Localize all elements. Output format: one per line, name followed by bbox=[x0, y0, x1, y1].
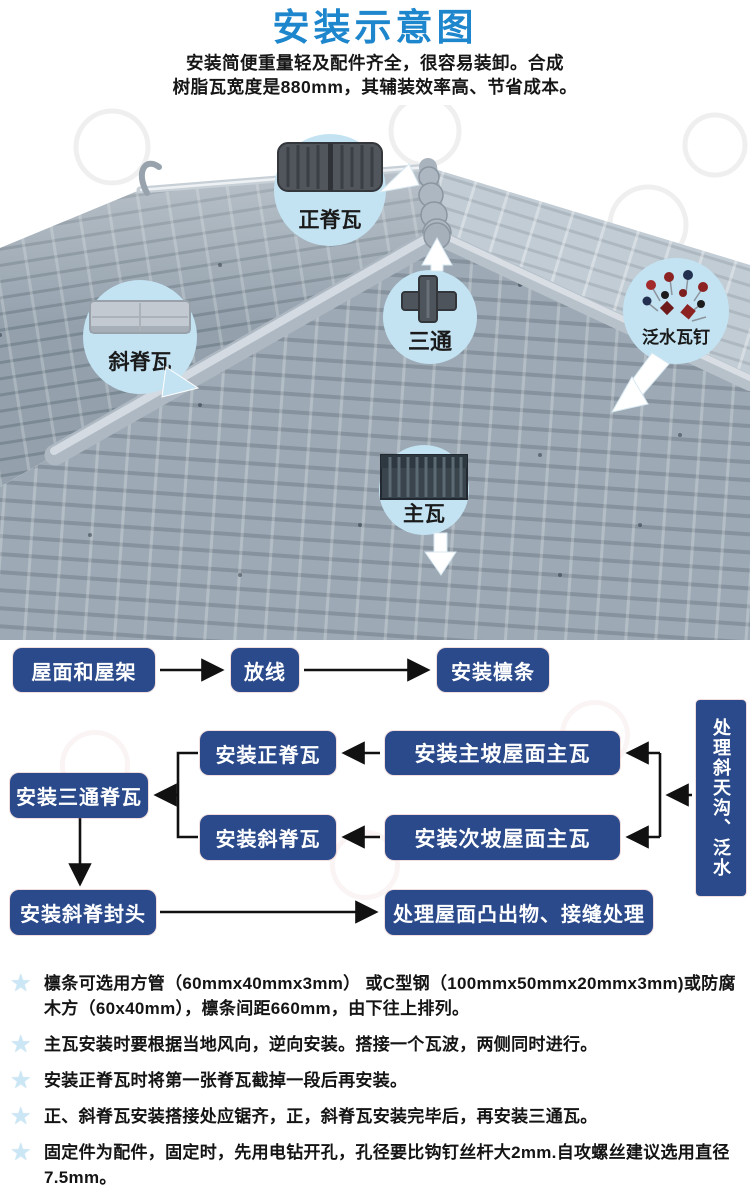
callout-hip-ridge-tile: 斜脊瓦 bbox=[83, 280, 200, 398]
flow-box-set-lines: 放线 bbox=[231, 648, 299, 692]
roof-front-slope bbox=[0, 237, 750, 640]
callout-label-flashing-nails: 泛水瓦钉 bbox=[642, 327, 710, 347]
bracket-left bbox=[176, 751, 198, 839]
callout-label-three-way: 三通 bbox=[408, 329, 452, 354]
header: 安装示意图 安装简便重量轻及配件齐全，很容易装卸。合成 树脂瓦宽度是880mm，… bbox=[0, 0, 750, 105]
callout-label-ridge-tile: 正脊瓦 bbox=[299, 208, 362, 232]
star-icon: ★ bbox=[10, 1031, 32, 1058]
page-title: 安装示意图 bbox=[272, 8, 478, 49]
flow-box-handle-protrusions-seams: 处理屋面凸出物、接缝处理 bbox=[385, 890, 653, 935]
roof-nail-dots bbox=[0, 223, 682, 577]
note-text: 主瓦安装时要根据当地风向，逆向安装。搭接一个瓦波，两侧同时进行。 bbox=[44, 1035, 598, 1054]
callout-three-way: 三通 bbox=[383, 236, 477, 364]
note-item: ★ 固定件为配件，固定时，先用电钻开孔，孔径要比钩钉丝杆大2mm.自攻螺丝建议选… bbox=[10, 1140, 742, 1190]
subtitle-line-2: 树脂瓦宽度是880mm，其辅装效率高、节省成本。 bbox=[172, 77, 578, 97]
note-item: ★ 主瓦安装时要根据当地风向，逆向安装。搭接一个瓦波，两侧同时进行。 bbox=[10, 1032, 742, 1057]
flow-box-valley-flashing: 处理斜天沟、泛水 bbox=[696, 700, 746, 896]
flow-box-install-secondary-slope-tiles: 安装次坡屋面主瓦 bbox=[385, 815, 620, 860]
main-tile-product bbox=[380, 454, 468, 500]
installation-notes: ★ 檩条可选用方管（60mmx40mmx3mm） 或C型钢（100mmx50mm… bbox=[0, 965, 750, 1190]
callout-arrow-ridge-tile bbox=[378, 163, 420, 193]
note-text: 固定件为配件，固定时，先用电钻开孔，孔径要比钩钉丝杆大2mm.自攻螺丝建议选用直… bbox=[44, 1143, 730, 1187]
flow-box-install-main-ridge-tile: 安装正脊瓦 bbox=[200, 731, 336, 775]
note-text: 正、斜脊瓦安装搭接处应锯齐，正，斜脊瓦安装完毕后，再安装三通瓦。 bbox=[44, 1107, 598, 1126]
flow-box-install-hip-ridge-tile: 安装斜脊瓦 bbox=[200, 815, 336, 860]
roof-photo-illustration: 正脊瓦 斜脊瓦 三通 bbox=[0, 105, 750, 640]
callout-label-main-tile: 主瓦 bbox=[403, 503, 445, 526]
subtitle-line-1: 安装简便重量轻及配件齐全，很容易装卸。合成 bbox=[186, 53, 564, 73]
note-text: 安装正脊瓦时将第一张脊瓦截掉一段后再安装。 bbox=[44, 1071, 408, 1090]
callout-flashing-nails: 泛水瓦钉 bbox=[611, 258, 729, 413]
callout-label-hip-ridge-tile: 斜脊瓦 bbox=[108, 350, 172, 374]
installation-flowchart: 屋面和屋架 放线 安装檩条 安装正脊瓦 安装主坡屋面主瓦 安装三通脊瓦 安装斜脊… bbox=[0, 640, 750, 965]
star-icon: ★ bbox=[10, 1103, 32, 1130]
callout-arrow-hip-ridge-tile bbox=[161, 366, 200, 398]
nail-heads bbox=[642, 270, 708, 320]
flowchart-arrows bbox=[68, 658, 692, 924]
hip-ridge-tile-product bbox=[89, 300, 191, 334]
note-item: ★ 安装正脊瓦时将第一张脊瓦截掉一段后再安装。 bbox=[10, 1068, 742, 1093]
callout-arrow-flashing-nails bbox=[611, 352, 670, 413]
callout-main-tile: 主瓦 bbox=[379, 445, 469, 576]
star-icon: ★ bbox=[10, 1139, 32, 1166]
callout-ridge-tile: 正脊瓦 bbox=[274, 134, 420, 246]
callout-arrow-main-tile bbox=[424, 532, 457, 576]
roof-photo: 正脊瓦 斜脊瓦 三通 bbox=[0, 105, 750, 640]
note-item: ★ 檩条可选用方管（60mmx40mmx3mm） 或C型钢（100mmx50mm… bbox=[10, 971, 742, 1021]
star-icon: ★ bbox=[10, 1067, 32, 1094]
flow-box-install-main-slope-tiles: 安装主坡屋面主瓦 bbox=[385, 731, 620, 775]
star-icon: ★ bbox=[10, 970, 32, 997]
hip-ridge-left bbox=[44, 226, 449, 466]
ridge-tile-product bbox=[277, 142, 383, 192]
callout-arrow-three-way bbox=[421, 236, 453, 272]
ridge-curl-ornament bbox=[138, 160, 162, 196]
flow-box-install-hip-end-cap: 安装斜脊封头 bbox=[10, 890, 156, 935]
flow-box-roof-and-frame: 屋面和屋架 bbox=[13, 648, 155, 692]
note-item: ★ 正、斜脊瓦安装搭接处应锯齐，正，斜脊瓦安装完毕后，再安装三通瓦。 bbox=[10, 1104, 742, 1129]
note-text: 檩条可选用方管（60mmx40mmx3mm） 或C型钢（100mmx50mmx2… bbox=[44, 974, 736, 1018]
flow-box-install-purlins: 安装檩条 bbox=[437, 648, 549, 692]
flow-box-install-three-way-ridge: 安装三通脊瓦 bbox=[10, 773, 148, 818]
